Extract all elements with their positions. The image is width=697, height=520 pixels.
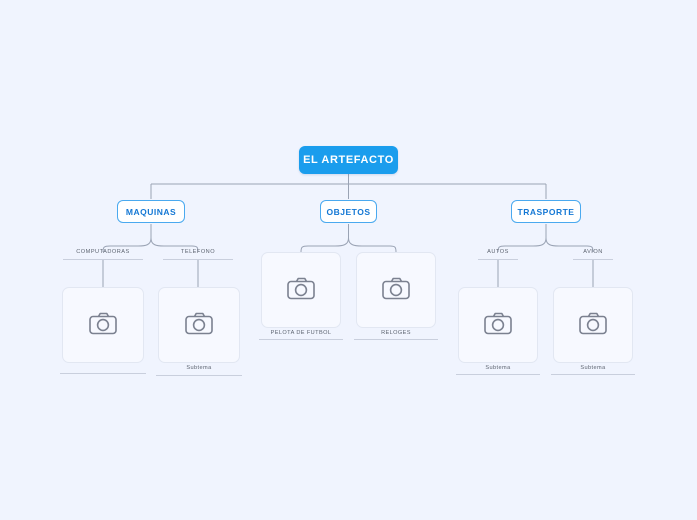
camera-icon [286,277,316,303]
image-card-underline-avion [551,374,635,375]
camera-icon [578,312,608,338]
camera-icon [381,277,411,303]
image-card-underline-pelota-de-futbol [259,339,343,340]
leaf-underline-autos [478,259,518,260]
leaf-label-autos-text: AUTOS [487,249,509,255]
node-branch-objetos[interactable]: OBJETOS [320,200,377,223]
image-card-telefono[interactable] [158,287,240,363]
node-root-label: EL ARTEFACTO [303,154,394,166]
image-card-underline-telefono [156,375,242,376]
image-card-caption-avion: Subtema [580,365,606,371]
image-card-caption-autos: Subtema [485,365,511,371]
camera-icon [184,312,214,338]
camera-icon [88,312,118,338]
image-card-underline-computadoras [60,373,146,374]
image-card-caption-telefono: Subtema [186,365,212,371]
node-branch-objetos-label: OBJETOS [326,206,371,217]
leaf-underline-telefono [163,259,233,260]
node-branch-trasporte-label: TRASPORTE [517,206,575,217]
leaf-underline-avion [573,259,613,260]
image-card-caption-reloges: RELOGES [381,330,411,336]
node-branch-maquinas[interactable]: MAQUINAS [117,200,185,223]
node-branch-trasporte[interactable]: TRASPORTE [511,200,581,223]
leaf-label-telefono[interactable]: TELEFONO [163,249,233,255]
image-card-computadoras[interactable] [62,287,144,363]
image-card-pelota-de-futbol[interactable] [261,252,341,328]
node-branch-maquinas-label: MAQUINAS [125,206,177,217]
leaf-label-computadoras-text: COMPUTADORAS [76,249,130,255]
leaf-label-avion-text: AVION [583,249,603,255]
leaf-label-computadoras[interactable]: COMPUTADORAS [63,249,143,255]
leaf-underline-computadoras [63,259,143,260]
camera-icon [483,312,513,338]
leaf-label-telefono-text: TELEFONO [180,249,216,255]
image-card-autos[interactable] [458,287,538,363]
node-root[interactable]: EL ARTEFACTO [299,146,398,174]
image-card-underline-reloges [354,339,438,340]
leaf-label-autos[interactable]: AUTOS [463,249,533,255]
leaf-label-avion[interactable]: AVION [558,249,628,255]
image-card-avion[interactable] [553,287,633,363]
image-card-reloges[interactable] [356,252,436,328]
image-card-caption-pelota-de-futbol: PELOTA DE FUTBOL [270,330,332,336]
image-card-underline-autos [456,374,540,375]
